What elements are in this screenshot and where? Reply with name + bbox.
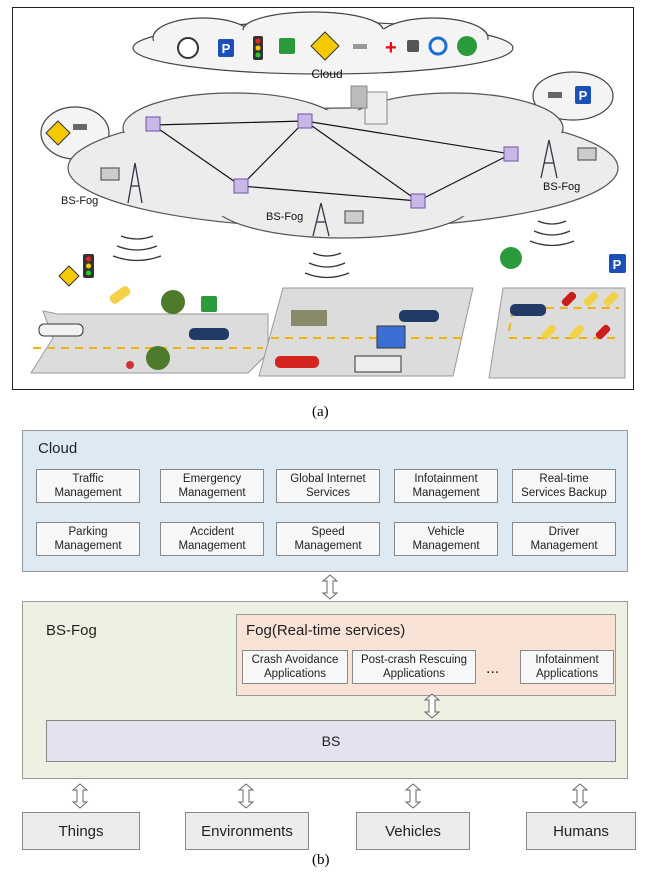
bus-stop-road xyxy=(201,296,217,312)
sensor-icon xyxy=(407,40,419,52)
fog-services-title: Fog(Real-time services) xyxy=(246,622,406,639)
tower-middle xyxy=(312,202,364,237)
service-infotainment-management: Infotainment Management xyxy=(394,469,498,503)
bs-fog-label-right: BS-Fog xyxy=(543,181,580,193)
caption-b: (b) xyxy=(312,852,330,868)
service-emergency-management: Emergency Management xyxy=(160,469,264,503)
tower-right xyxy=(540,139,597,179)
caption-a: (a) xyxy=(312,404,329,420)
parked-red-car-2 xyxy=(595,324,611,340)
svg-text:P: P xyxy=(579,88,588,103)
tree-icon-2 xyxy=(146,346,170,370)
internet-explorer-icon xyxy=(428,36,448,56)
parked-yellow-car-2 xyxy=(603,291,619,307)
bus-stop-icon xyxy=(279,38,295,54)
trees xyxy=(146,290,185,370)
svg-text:P: P xyxy=(222,41,231,56)
camera-icon xyxy=(353,44,367,49)
svg-text:P: P xyxy=(613,257,622,272)
box-things: Things xyxy=(22,812,140,850)
arrow-fog-bs xyxy=(424,693,440,719)
camera-icon-right xyxy=(548,92,562,98)
router-nodes xyxy=(145,113,519,209)
service-vehicle-management: Vehicle Management xyxy=(394,522,498,556)
app-infotainment: Infotainment Applications xyxy=(520,650,614,684)
camera-icon-left xyxy=(73,124,87,130)
speedometer-icon xyxy=(177,37,199,59)
service-parking-management: Parking Management xyxy=(36,522,140,556)
gas-station-icon xyxy=(457,36,477,56)
network-links xyxy=(152,120,512,202)
arrow-environments xyxy=(238,783,254,809)
service-global-internet: Global Internet Services xyxy=(276,469,380,503)
roadside-signs: P xyxy=(58,247,626,369)
bs-box: BS xyxy=(46,720,616,762)
tree-icon xyxy=(161,290,185,314)
arrow-cloud-bsfog xyxy=(322,574,338,600)
parking-sign-icon-right xyxy=(575,86,591,104)
cloud-label: Cloud xyxy=(311,67,342,81)
parked-yellow-car-4 xyxy=(569,324,585,340)
bs-fog-panel-title: BS-Fog xyxy=(46,622,97,639)
gas-station-road xyxy=(500,247,522,269)
cloud-panel-title: Cloud xyxy=(38,440,78,457)
red-car-icon xyxy=(275,356,319,368)
box-vehicles: Vehicles xyxy=(356,812,470,850)
network-illustration: P + Cloud P xyxy=(12,7,634,390)
yellow-car-icon xyxy=(109,286,131,304)
parked-yellow-car-1 xyxy=(583,291,599,307)
server-icon xyxy=(350,85,388,125)
truck-icon xyxy=(291,310,327,326)
tower-left xyxy=(100,162,143,204)
sedan-icon xyxy=(399,310,439,322)
service-speed-management: Speed Management xyxy=(276,522,380,556)
cloud-icons: P + xyxy=(177,31,477,61)
parking-sign-icon xyxy=(218,39,234,57)
arrow-humans xyxy=(572,783,588,809)
pedestrian-sign-icon xyxy=(310,31,340,61)
wireless-waves xyxy=(112,220,575,279)
pedestrian-icon xyxy=(126,361,134,369)
app-crash-avoidance: Crash Avoidance Applications xyxy=(242,650,348,684)
service-driver-management: Driver Management xyxy=(512,522,616,556)
arrow-vehicles xyxy=(405,783,421,809)
screen-icon xyxy=(376,325,406,349)
bs-fog-label-left: BS-Fog xyxy=(61,195,98,207)
right-small-cloud xyxy=(532,71,614,121)
parked-yellow-car-3 xyxy=(541,324,557,340)
service-accident-management: Accident Management xyxy=(160,522,264,556)
bs-fog-label-middle: BS-Fog xyxy=(266,211,303,223)
ellipsis: ... xyxy=(486,660,500,677)
road-platform-left xyxy=(30,310,269,374)
pedestrian-sign-icon-left xyxy=(45,120,71,146)
network-illustration-svg: P + Cloud P xyxy=(30,11,626,379)
dark-car-icon xyxy=(189,328,229,340)
parked-red-car-1 xyxy=(561,291,577,307)
parked-car-icon xyxy=(510,304,546,316)
bus-icon xyxy=(354,355,402,373)
first-aid-icon: + xyxy=(385,37,397,59)
police-car-icon xyxy=(38,323,84,337)
vehicles xyxy=(38,286,619,373)
pedestrian-sign-road xyxy=(58,265,80,287)
service-traffic-management: Traffic Management xyxy=(36,469,140,503)
parking-sign-road xyxy=(609,254,626,273)
arrow-things xyxy=(72,783,88,809)
box-environments: Environments xyxy=(185,812,309,850)
service-realtime-backup: Real-time Services Backup xyxy=(512,469,616,503)
app-post-crash-rescuing: Post-crash Rescuing Applications xyxy=(352,650,476,684)
box-humans: Humans xyxy=(526,812,636,850)
